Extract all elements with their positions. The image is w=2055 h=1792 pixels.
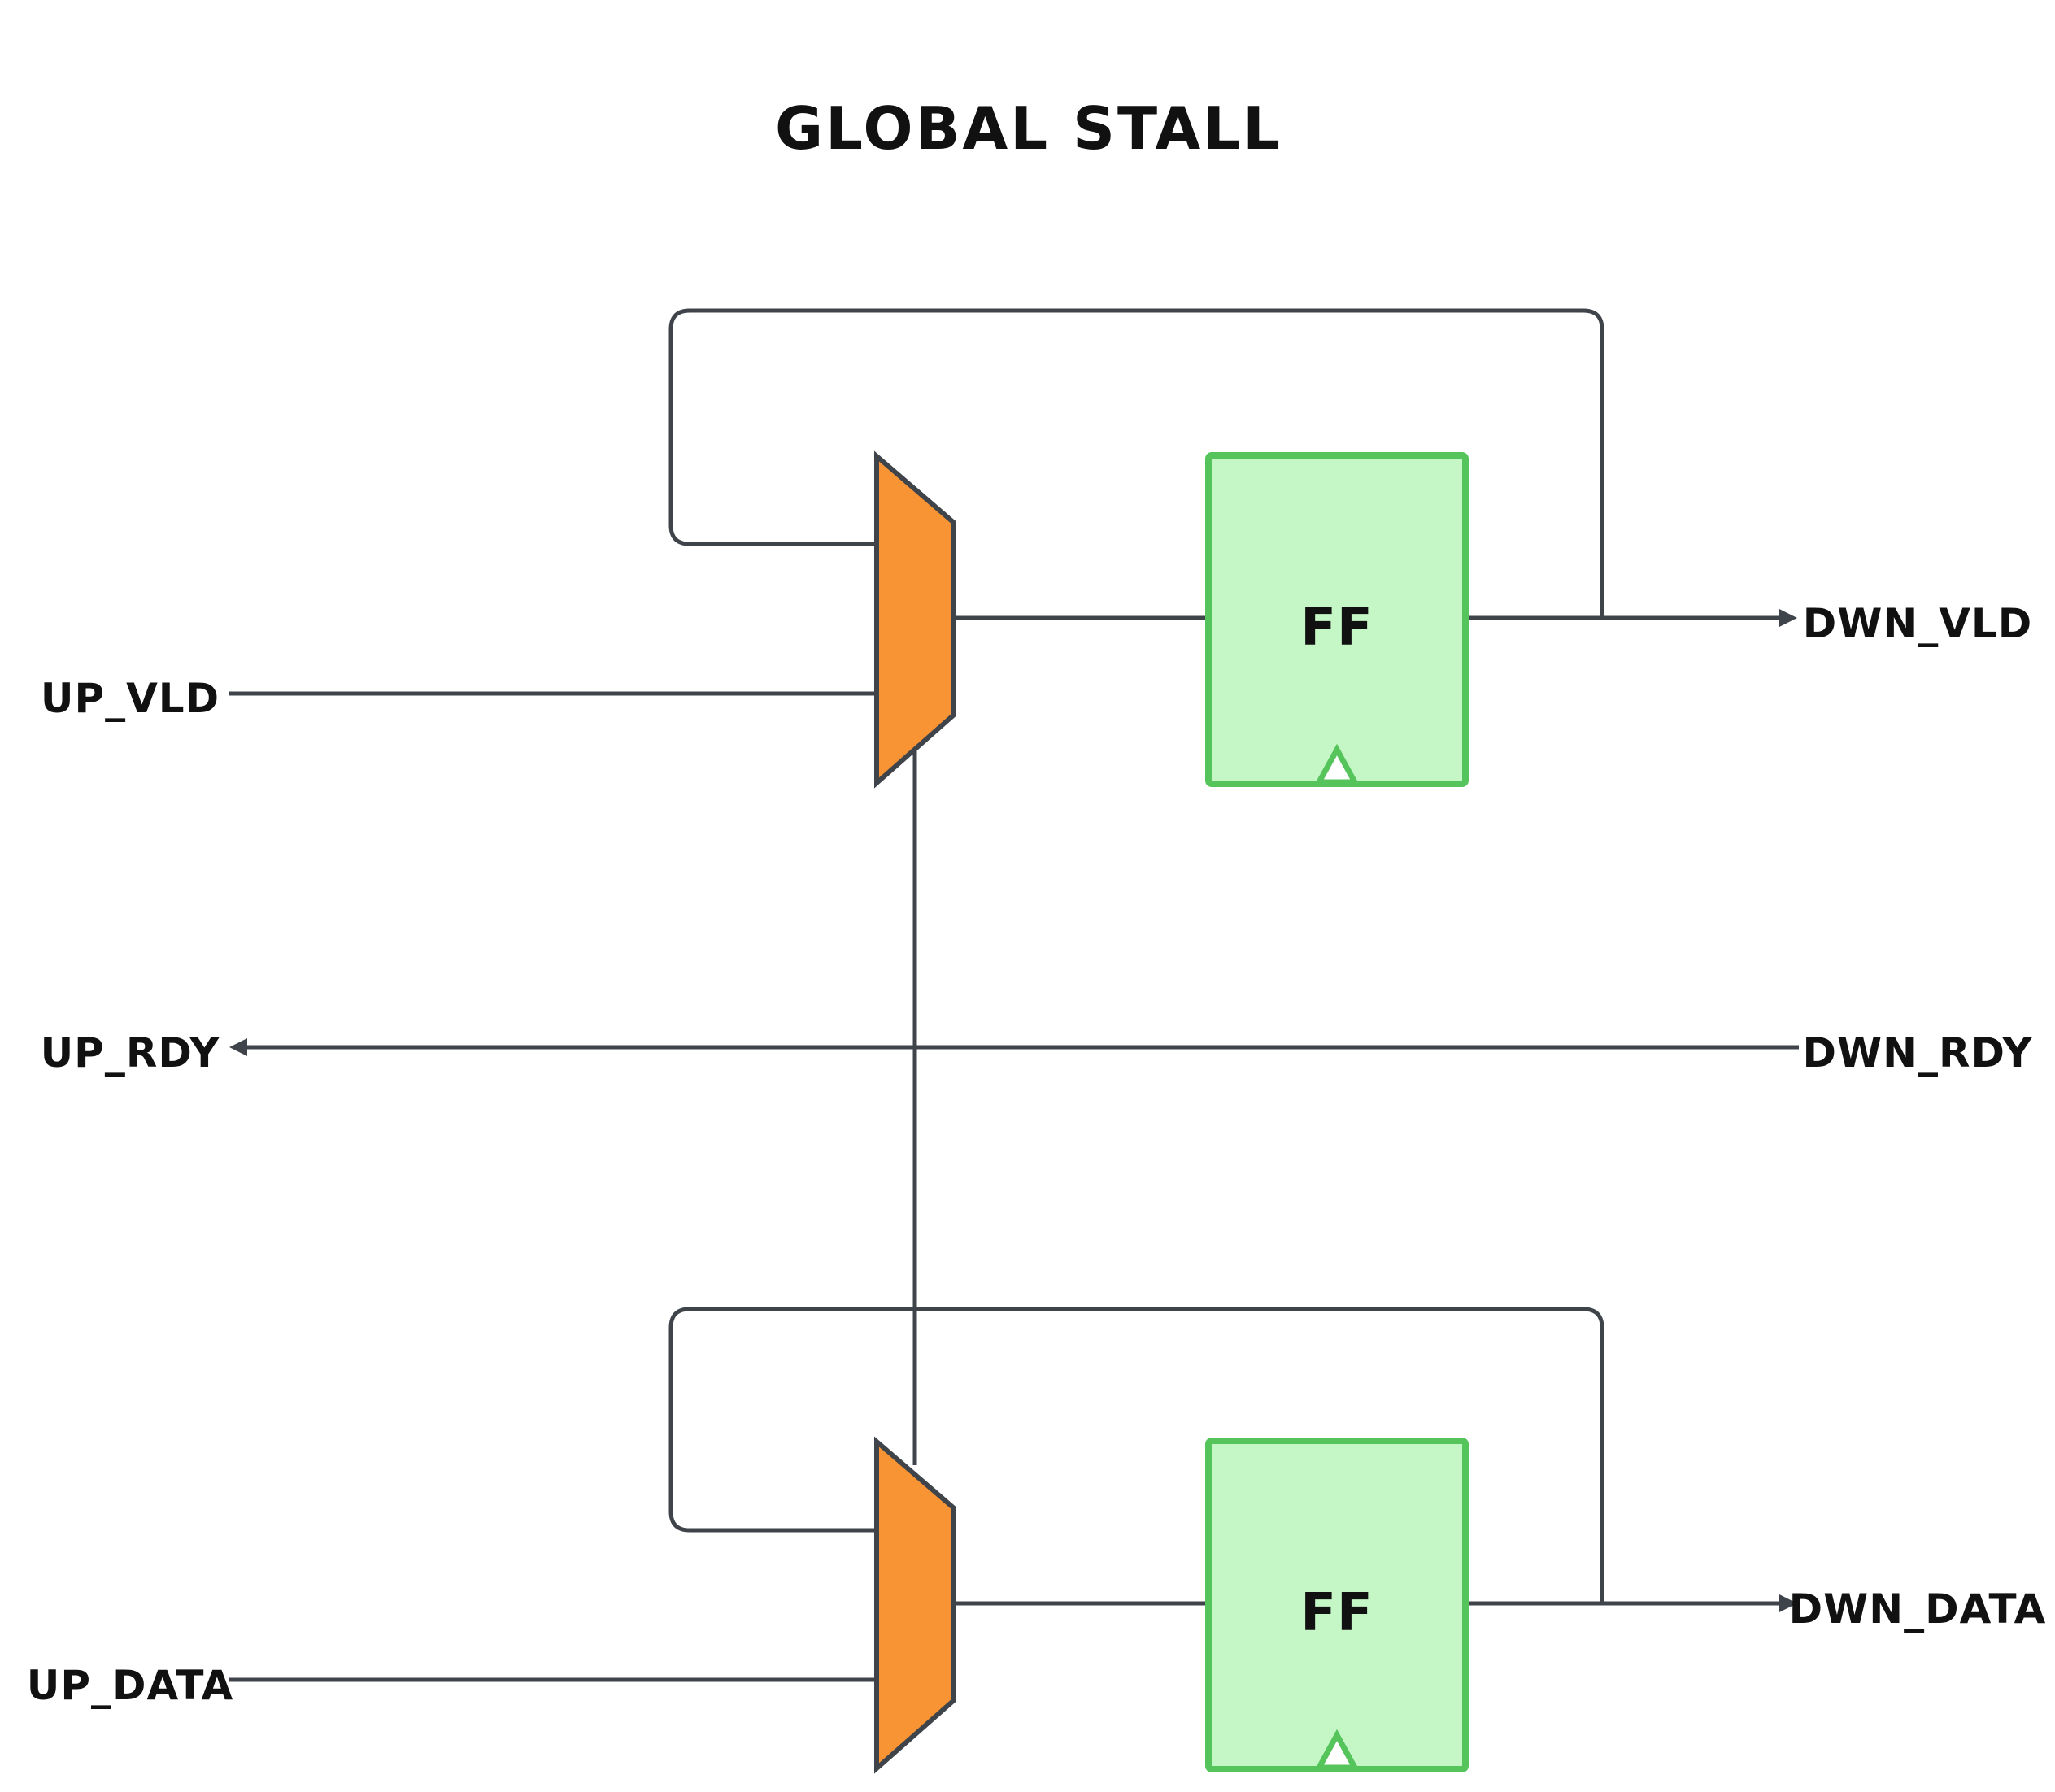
diagram-title: GLOBAL STALL (775, 94, 1282, 163)
dwn-data-arrowhead (1779, 1594, 1797, 1612)
vld-clock-triangle-icon (1314, 743, 1360, 785)
vld-ff-label: FF (1300, 598, 1373, 658)
dwn-vld-arrowhead (1779, 609, 1797, 627)
dwn-rdy-label: DWN_RDY (1802, 1029, 2032, 1077)
data-clock-triangle-icon (1314, 1729, 1360, 1771)
data-feedback-wire (668, 1307, 1604, 1603)
up-rdy-arrowhead (229, 1038, 247, 1056)
vld-feedback-wire (668, 308, 1604, 618)
dwn-data-label: DWN_DATA (1789, 1585, 2047, 1633)
data-ff-label: FF (1300, 1583, 1373, 1643)
up-data-label: UP_DATA (27, 1662, 234, 1709)
dwn-vld-label: DWN_VLD (1803, 600, 2033, 647)
up-vld-label: UP_VLD (41, 675, 220, 722)
vld-mux (874, 450, 956, 789)
up-rdy-label: UP_RDY (41, 1029, 220, 1077)
data-mux (874, 1436, 956, 1774)
